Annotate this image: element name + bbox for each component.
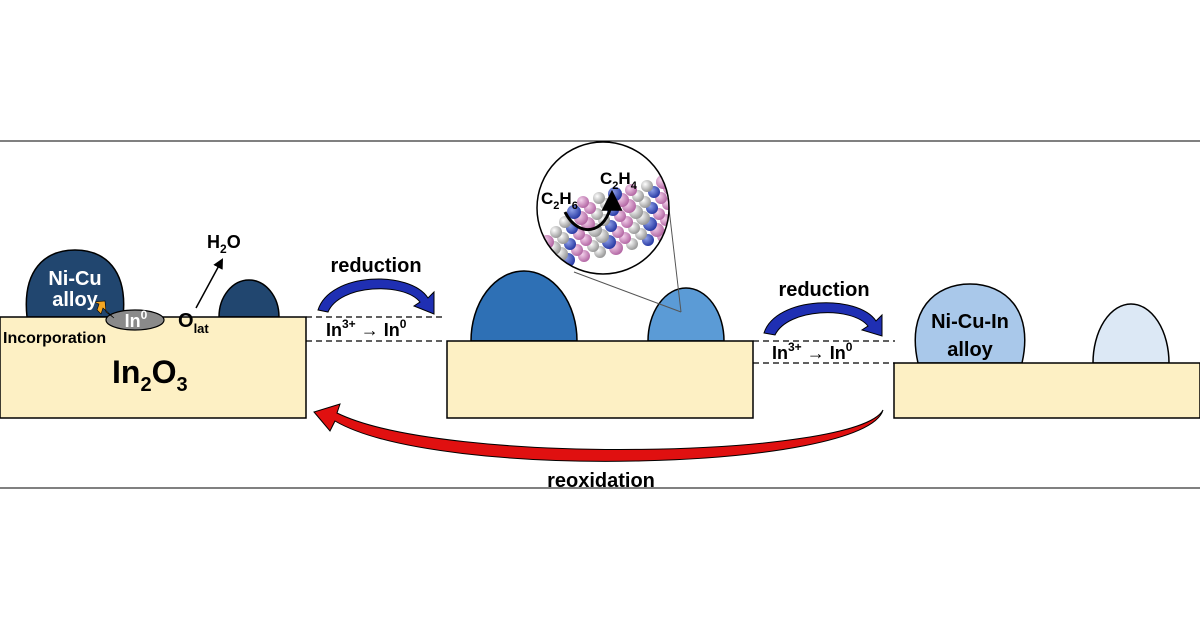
c2h4-c: C [600,169,612,188]
small-light-particle [647,287,725,342]
lattice-atom [696,174,708,186]
olat-label: Olat [178,310,209,336]
h2o-sub: 2 [220,242,227,256]
panel-initial-state: Ni-Cu alloy In0 Incorporation Olat H2O I… [0,232,307,419]
in0-species-ellipse [105,309,165,331]
in0-sup: 0 [141,308,148,322]
nicu-alloy-particle [25,249,125,318]
reduction-arrow-1-icon [317,278,435,315]
arrow-in-1: → In [356,320,400,340]
olat-sub: lat [194,321,210,336]
in0-base: In [125,311,141,331]
in3-to-in0-label-1: In3+ → In0 [326,317,407,340]
lattice-atom [670,187,684,201]
in3-base-1: In [326,320,342,340]
in2o3-in: In [112,354,140,390]
water-release-arrow [195,258,224,309]
zoom-circle-border [536,141,670,275]
reoxidation-arrow-icon [313,403,884,462]
c2h4-label: C2H4 [600,169,638,192]
c2h6-sub1: 2 [553,200,559,212]
h2o-o: O [227,232,241,252]
reduction-label-1: reduction [330,255,421,277]
in0-label: In0 [125,308,148,331]
lattice-atom [539,252,551,264]
c2h4-h: H [618,169,630,188]
in2o3-support-block [0,316,307,419]
lattice-atom [703,180,715,192]
nicu-label-line2: alloy [52,289,98,311]
dehydrogenation-arrow [563,189,623,231]
lattice-atom [677,193,691,207]
panel-reduced-state: C2H6 C2H4 [446,141,754,419]
lattice-atom [641,180,653,192]
reoxidation-cycle: reoxidation [313,403,884,492]
c2h4-sub1: 2 [612,180,618,192]
panel-alloyed-state: Ni-Cu-In alloy [893,283,1200,419]
in2o3-o: O [152,354,177,390]
lattice-atom [711,169,725,183]
in0-sup-2: 0 [846,340,853,354]
in2o3-sub1: 2 [140,374,151,396]
small-pale-particle [1092,303,1170,364]
c2h4-sub2: 4 [631,180,638,192]
lattice-atom [694,190,706,202]
lattice-atom [625,184,637,196]
nicuin-label-line2: alloy [947,339,993,361]
c2h6-c: C [541,189,553,208]
transition-reduction-1: reduction In3+ → In0 [306,255,446,342]
lattice-atom [523,256,535,268]
arrow-in-2: → In [802,343,846,363]
reduction-arrow-2-icon [763,302,883,337]
olat-base: O [178,310,194,332]
in3-to-in0-label-2: In3+ → In0 [772,340,853,363]
in3-base-2: In [772,343,788,363]
h2o-label: H2O [207,232,241,256]
lattice-atom [676,210,688,222]
lattice-atom [684,199,698,213]
c2h6-label: C2H6 [541,189,578,212]
lattice-atom [550,226,562,238]
lattice-atom [667,220,669,232]
lattice-atom [546,258,558,270]
lattice-atom [704,163,718,177]
lattice-atom [593,192,605,204]
support-block-3 [893,362,1200,419]
in2o3-label: In2O3 [112,354,188,396]
nicuin-label-line1: Ni-Cu-In [931,311,1009,333]
reoxidation-label: reoxidation [547,470,655,492]
nicu-label-line1: Ni-Cu [48,268,101,290]
lattice-atom [689,168,701,180]
incorporation-arrow-icon [93,300,115,319]
c2h6-sub2: 6 [572,200,578,212]
lattice-atom [673,172,685,184]
lattice-atom [687,184,699,196]
zoom-line-right [667,199,682,313]
lattice-atom [567,205,581,219]
lattice-atom [577,196,589,208]
c2h6-h: H [559,189,571,208]
reduction-label-2: reduction [778,279,869,301]
h2o-h: H [207,232,220,252]
small-dark-particle [218,279,280,318]
transition-reduction-2: reduction In3+ → In0 [753,279,895,364]
nicuin-alloy-particle [914,283,1026,364]
in3-sup-1: 3+ [342,317,356,331]
in2o3-sub2: 3 [176,374,187,396]
in3-sup-2: 3+ [788,340,802,354]
incorporation-label: Incorporation [3,330,106,347]
support-block-2 [446,340,754,419]
lattice-atom [680,178,692,190]
lattice-atom [669,204,681,216]
lattice-atom [537,246,544,258]
in0-sup-1: 0 [400,317,407,331]
lattice-atom [721,160,733,172]
large-mid-particle [470,270,578,342]
zoom-line-left [573,271,682,313]
